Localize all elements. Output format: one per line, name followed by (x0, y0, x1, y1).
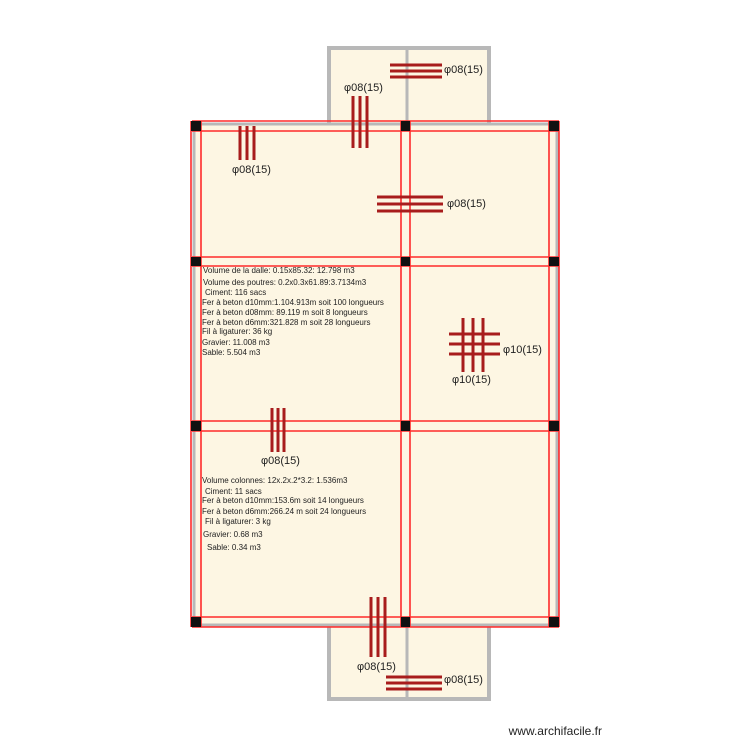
slab-note-beams: Volume des poutres: 0.2x0.3x61.89:3.7134… (203, 278, 367, 287)
bottom-annex (327, 621, 491, 701)
column (549, 121, 559, 131)
bottom-annex-outline (327, 621, 491, 701)
column (549, 617, 559, 627)
column-note-rebar-d6: Fer à beton d6mm:266.24 m soit 24 longue… (202, 507, 367, 516)
column (549, 421, 559, 431)
column (401, 257, 410, 266)
rebar-label-room-middle-right-v: φ10(15) (452, 374, 491, 386)
column (549, 257, 559, 266)
slab-note-wire: Fil à ligaturer: 36 kg (202, 327, 273, 336)
rebar-room-top-left (238, 126, 256, 160)
column-note-rebar-d10: Fer à beton d10mm:153.6m soit 14 longueu… (202, 496, 364, 505)
rebar-bottom-annex-right (386, 675, 442, 691)
rebar-room-middle-right (449, 318, 500, 372)
column (191, 121, 201, 131)
main-slab (192, 122, 559, 627)
slab-note-sand: Sable: 5.504 m3 (202, 348, 261, 357)
rebar-label-top-annex-left: φ08(15) (344, 82, 383, 94)
watermark: www.archifacile.fr (508, 724, 602, 738)
column (191, 257, 201, 266)
column (401, 121, 410, 131)
slab-note-rebar-d10: Fer à beton d10mm:1.104.913m soit 100 lo… (202, 298, 384, 307)
rebar-label-room-top-left: φ08(15) (232, 164, 271, 176)
rebar-bottom-annex-left (369, 597, 387, 657)
rebar-top-annex-left (351, 96, 369, 148)
rebar-room-top-right (377, 195, 443, 213)
column-note-cement: Ciment: 11 sacs (205, 487, 262, 496)
column-note-volume: Volume colonnes: 12x.2x.2*3.2: 1.536m3 (202, 476, 348, 485)
rebar-label-room-top-right: φ08(15) (447, 198, 486, 210)
column (401, 421, 410, 431)
rebar-label-bottom-annex-left: φ08(15) (357, 661, 396, 673)
top-annex (327, 46, 491, 128)
column-note-wire: Fil à ligaturer: 3 kg (205, 517, 271, 526)
column (191, 617, 201, 627)
rebar-label-room-middle-right-h: φ10(15) (503, 344, 542, 356)
rebar-label-room-bottom-left: φ08(15) (261, 455, 300, 467)
slab-note-volume: Volume de la dalle: 0.15x85.32: 12.798 m… (203, 266, 355, 275)
slab-note-gravel: Gravier: 11.008 m3 (202, 338, 270, 347)
rebar-marks (238, 63, 500, 691)
slab-note-rebar-d6: Fer à beton d6mm:321.828 m soit 28 longu… (202, 318, 371, 327)
column (401, 617, 410, 627)
slab-note-rebar-d08: Fer à beton d08mm: 89.119 m soit 8 longu… (202, 308, 368, 317)
rebar-label-top-annex-right: φ08(15) (444, 64, 483, 76)
columns (191, 121, 559, 627)
column (191, 421, 201, 431)
rebar-top-annex-right (390, 63, 442, 79)
rebar-room-bottom-left (270, 408, 286, 452)
slab-note-cement: Ciment: 116 sacs (205, 288, 267, 297)
column-note-gravel: Gravier: 0.68 m3 (203, 530, 263, 539)
rebar-label-bottom-annex-right: φ08(15) (444, 674, 483, 686)
column-note-sand: Sable: 0.34 m3 (207, 543, 261, 552)
